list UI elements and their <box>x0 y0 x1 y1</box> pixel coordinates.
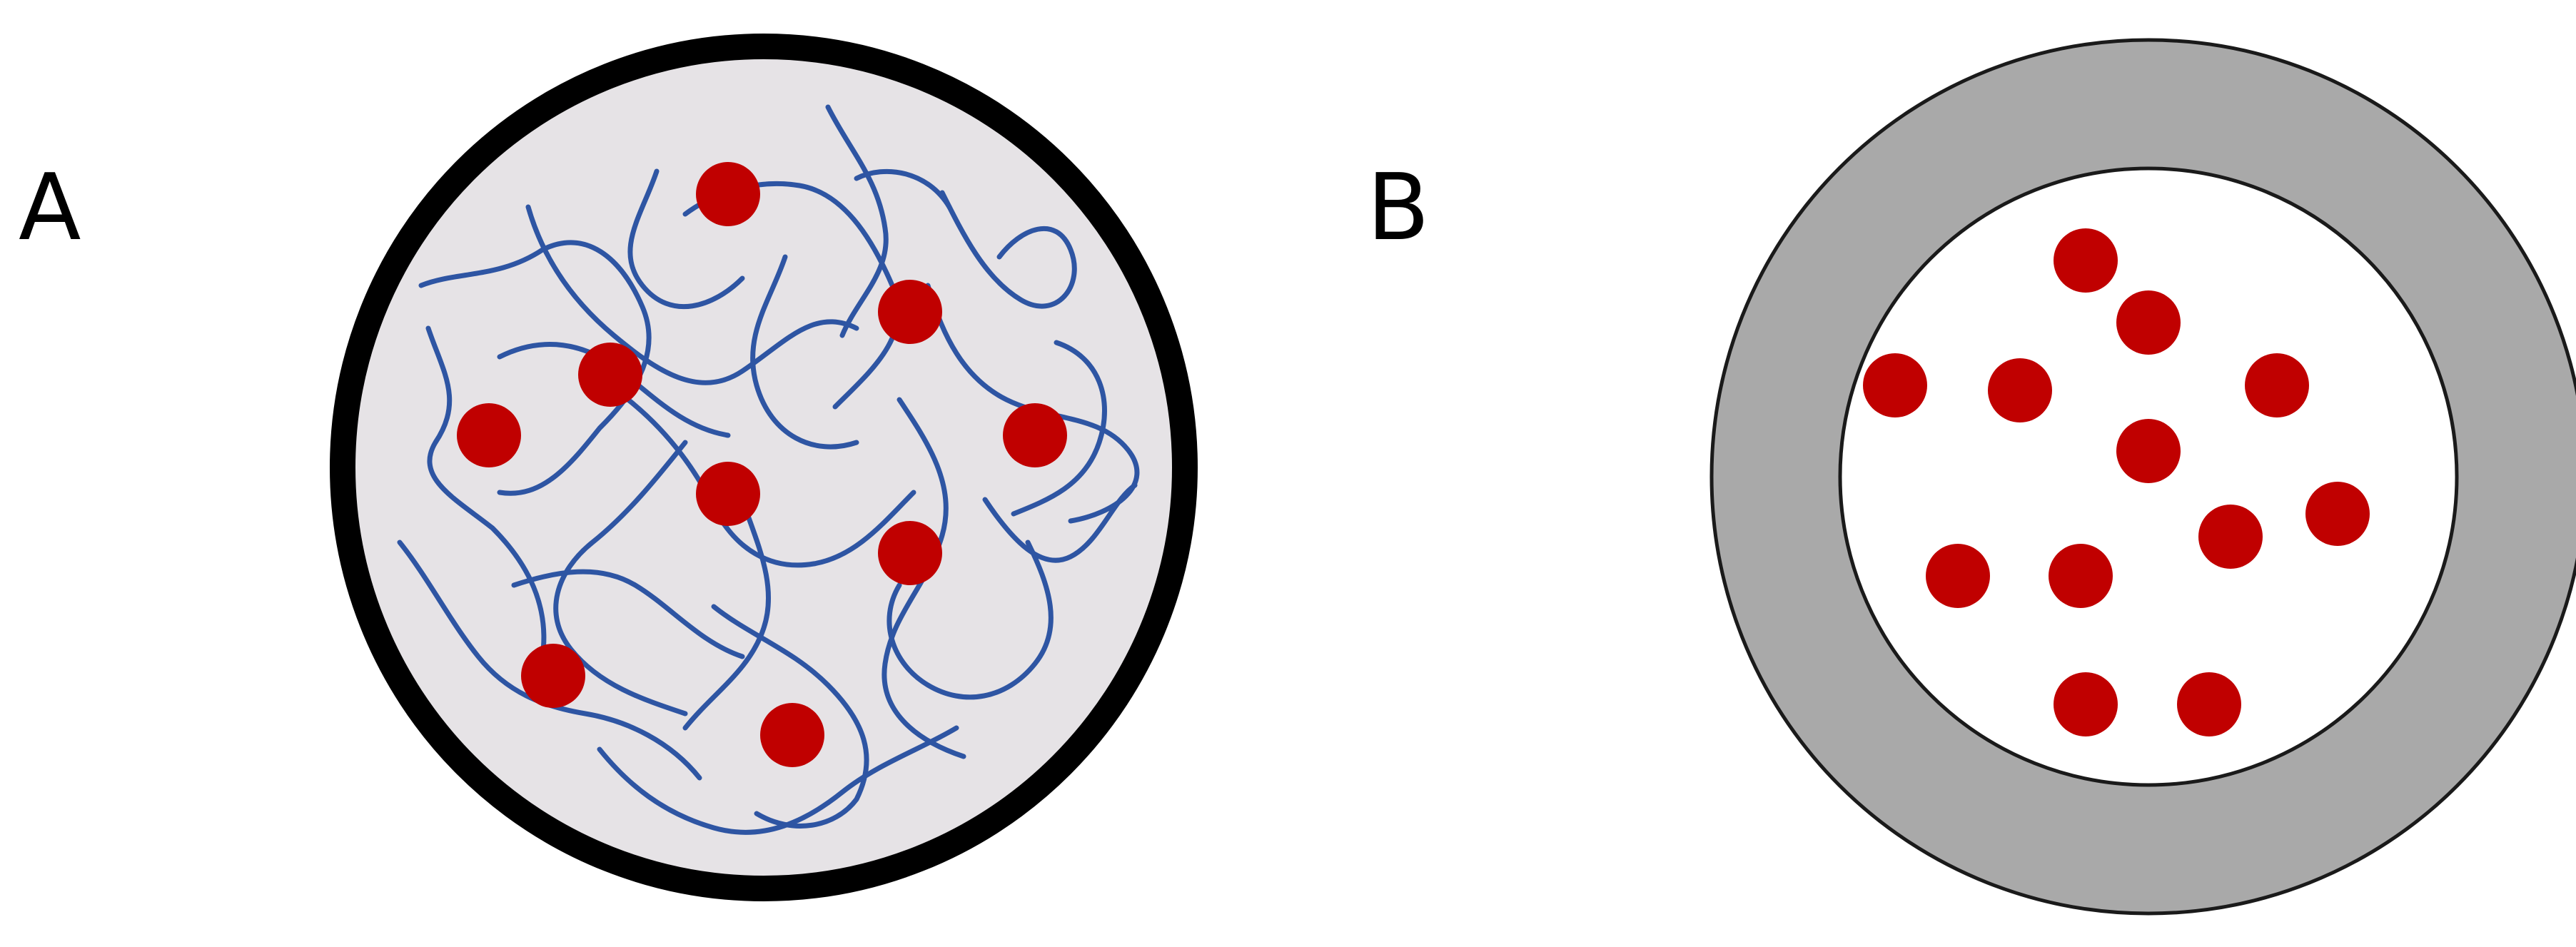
particle <box>2116 419 2181 483</box>
polymer-chain <box>1011 340 1107 517</box>
particle <box>2305 482 2370 546</box>
polymer-chain <box>511 569 745 659</box>
particle <box>760 703 824 767</box>
particle <box>521 644 585 708</box>
polymer-chain <box>397 540 702 781</box>
polymer-chain <box>939 190 1077 309</box>
polymer-chain <box>854 168 952 210</box>
polymer-chain <box>711 604 869 829</box>
particle <box>1863 353 1927 417</box>
particle <box>1926 544 1990 608</box>
polymer-chain <box>825 104 889 338</box>
particle <box>878 521 942 585</box>
particle <box>2049 544 2113 608</box>
polymer-chain <box>887 540 1054 700</box>
polymer-chain <box>627 168 745 310</box>
matrix-sphere <box>330 34 1198 901</box>
panel-b-core-shell-particle <box>1709 38 2576 916</box>
polymer-chain <box>882 397 966 759</box>
polymer-chain <box>750 254 859 450</box>
particle <box>2245 353 2309 417</box>
particle <box>696 162 760 226</box>
particles-a <box>457 162 1067 767</box>
polymer-chain <box>597 725 959 835</box>
particle <box>2054 672 2118 736</box>
polymer-chain <box>682 497 772 731</box>
particle <box>2177 672 2241 736</box>
polymer-chain <box>982 482 1138 563</box>
polymer-chain <box>553 440 688 716</box>
polymer-chain <box>418 240 652 496</box>
particle <box>878 280 942 344</box>
particle <box>696 462 760 526</box>
particle <box>1988 358 2052 422</box>
panel-label-a: A <box>19 155 81 261</box>
particle <box>1003 403 1067 467</box>
polymer-chain <box>525 204 859 385</box>
polymer-chains <box>397 104 1140 835</box>
panel-label-b: B <box>1367 155 1430 261</box>
particles-b <box>1863 228 2370 736</box>
polymer-chain <box>625 397 916 568</box>
particle <box>2198 505 2263 569</box>
panel-a-matrix-particle <box>330 34 1198 901</box>
polymer-chain <box>425 325 547 659</box>
particle <box>2054 228 2118 293</box>
particle <box>2116 290 2181 355</box>
particle <box>457 403 521 467</box>
particle <box>578 343 642 407</box>
